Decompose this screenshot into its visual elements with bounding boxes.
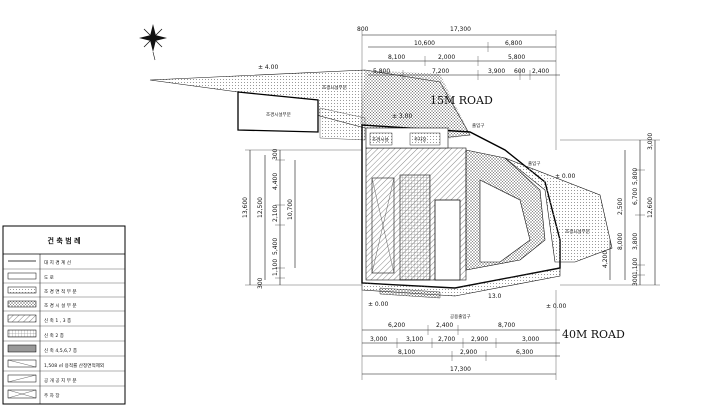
bot-r1-b: 2,400 xyxy=(436,322,453,329)
bot-r2-d: 2,900 xyxy=(471,336,488,343)
legend: 건 축 범 례 대 지 경 계 선 도 로 조 경 면 적 부 분 조 경 시 … xyxy=(2,225,126,405)
right-s1: 5,800 xyxy=(632,168,639,185)
building-footprint: 조경시설 주차장 xyxy=(365,127,546,281)
level-top-left: ± 4.00 xyxy=(258,64,278,71)
level-bottom-right: ± 0.00 xyxy=(546,303,566,310)
left-s4: 1,100 xyxy=(272,259,279,276)
top-r3-a: 5,800 xyxy=(373,68,390,75)
legend-title: 건 축 범 례 xyxy=(47,236,80,245)
legend-item-3: 조 경 시 설 부 분 xyxy=(44,302,77,309)
small-b-label: 주차장 xyxy=(414,136,426,143)
right-i2: 4,200 xyxy=(602,251,609,268)
top-dimensions: 17,300 800 10,600 6,800 8,100 2,000 5,80… xyxy=(357,26,560,150)
legend-row: 공 개 공 지 부 분 xyxy=(3,374,125,387)
right-s4: 300 xyxy=(632,274,639,286)
legend-row: 주 차 장 xyxy=(7,389,60,399)
level-mid: ± 3.00 xyxy=(392,113,412,120)
top-total: 17,300 xyxy=(450,26,471,33)
legend-item-8: 공 개 공 지 부 분 xyxy=(44,377,77,384)
bot-r2-c: 2,700 xyxy=(438,336,455,343)
left-s3: 5,400 xyxy=(272,238,279,255)
right-dimensions: 12,600 3,000 5,800 3,800 1,100 300 2,500… xyxy=(560,133,660,286)
bot-total: 17,300 xyxy=(450,366,471,373)
north-road-label: 15M ROAD xyxy=(430,94,493,107)
left-inner: 12,500 xyxy=(257,197,264,218)
west-room-label: 조경시설부분 xyxy=(266,111,291,118)
bot-r3-c: 6,300 xyxy=(516,349,533,356)
legend-item-1: 도 로 xyxy=(44,275,54,281)
left-dimensions: 13,600 12,500 300 4,400 2,100 5,400 1,10… xyxy=(242,148,362,289)
slope-label: 13.0 xyxy=(488,293,502,300)
left-inner2: 10,700 xyxy=(287,199,294,220)
entrance-right-label: 출입구 xyxy=(528,160,540,167)
top-r3-e: 2,400 xyxy=(532,68,549,75)
north-room-label: 조경시설부분 xyxy=(322,84,347,91)
legend-item-5: 신 축 2 층 xyxy=(44,332,64,339)
east-landscape-area: 조경시설부분 xyxy=(504,157,613,263)
legend-row: 조 경 시 설 부 분 xyxy=(3,300,125,312)
right-s3: 1,100 xyxy=(632,258,639,275)
left-total: 13,600 xyxy=(242,197,249,218)
legend-item-4: 신 축 1 , 3 층 xyxy=(44,317,71,324)
legend-row: 도 로 xyxy=(3,272,125,284)
bot-r1-c: 8,700 xyxy=(498,322,515,329)
courtyard-label: 조경시설부분 xyxy=(565,228,590,235)
right-total: 12,600 xyxy=(647,197,654,218)
legend-row: 조 경 면 적 부 분 xyxy=(3,286,125,298)
legend-row: 대 지 경 계 선 xyxy=(3,259,125,270)
bot-r3-b: 2,900 xyxy=(460,349,477,356)
top-r2-c: 5,800 xyxy=(508,54,525,61)
bottom-dimensions: 6,200 2,400 8,700 3,000 3,100 2,700 2,90… xyxy=(361,290,560,380)
top-r3-d: 600 xyxy=(514,68,526,75)
legend-row: 신 축 2 층 xyxy=(3,329,125,342)
left-s5: 300 xyxy=(257,277,264,289)
top-offset: 800 xyxy=(357,26,369,33)
right-s2: 3,800 xyxy=(632,233,639,250)
small-a-label: 조경시설 xyxy=(372,136,389,143)
legend-item-6: 신 축 4,5,6,7 층 xyxy=(44,347,77,354)
left-s1: 4,400 xyxy=(272,173,279,190)
legend-item-0: 대 지 경 계 선 xyxy=(44,259,71,266)
top-r3-c: 3,900 xyxy=(488,68,505,75)
entrance-top-label: 출입구 xyxy=(472,122,484,129)
top-r1-b: 6,800 xyxy=(505,40,522,47)
north-arrow-icon xyxy=(139,24,167,61)
top-r2-a: 8,100 xyxy=(388,54,405,61)
south-road-label: 40M ROAD xyxy=(562,328,625,341)
bot-r1-a: 6,200 xyxy=(388,322,405,329)
right-i3: 6,700 xyxy=(632,188,639,205)
level-right: ± 0.00 xyxy=(555,173,575,180)
bot-r2-b: 3,100 xyxy=(406,336,423,343)
legend-item-9: 주 차 장 xyxy=(44,392,60,399)
legend-row: 1,508 ㎡ 용적률 산정면적제외 xyxy=(3,359,125,372)
bot-r3-a: 8,100 xyxy=(398,349,415,356)
legend-item-2: 조 경 면 적 부 분 xyxy=(44,288,77,295)
top-r1-a: 10,600 xyxy=(414,40,435,47)
legend-row: 신 축 1 , 3 층 xyxy=(3,314,125,327)
bot-r2-e: 3,000 xyxy=(522,336,539,343)
left-s2: 2,100 xyxy=(272,205,279,222)
left-s0: 300 xyxy=(272,148,279,160)
entrance-bottom-label: 공용출입구 xyxy=(450,313,471,320)
top-r3-b: 7,200 xyxy=(432,68,449,75)
right-i0: 2,500 xyxy=(617,198,624,215)
top-r2-b: 2,000 xyxy=(438,54,455,61)
right-s0: 3,000 xyxy=(647,133,654,150)
right-i1: 8,000 xyxy=(617,233,624,250)
legend-item-7: 1,508 ㎡ 용적률 산정면적제외 xyxy=(44,362,104,369)
legend-row: 신 축 4,5,6,7 층 xyxy=(3,344,125,357)
bot-r2-a: 3,000 xyxy=(370,336,387,343)
level-bottom-left: ± 0.00 xyxy=(368,301,388,308)
west-landscape-block: 조경시설부분 xyxy=(237,91,366,141)
